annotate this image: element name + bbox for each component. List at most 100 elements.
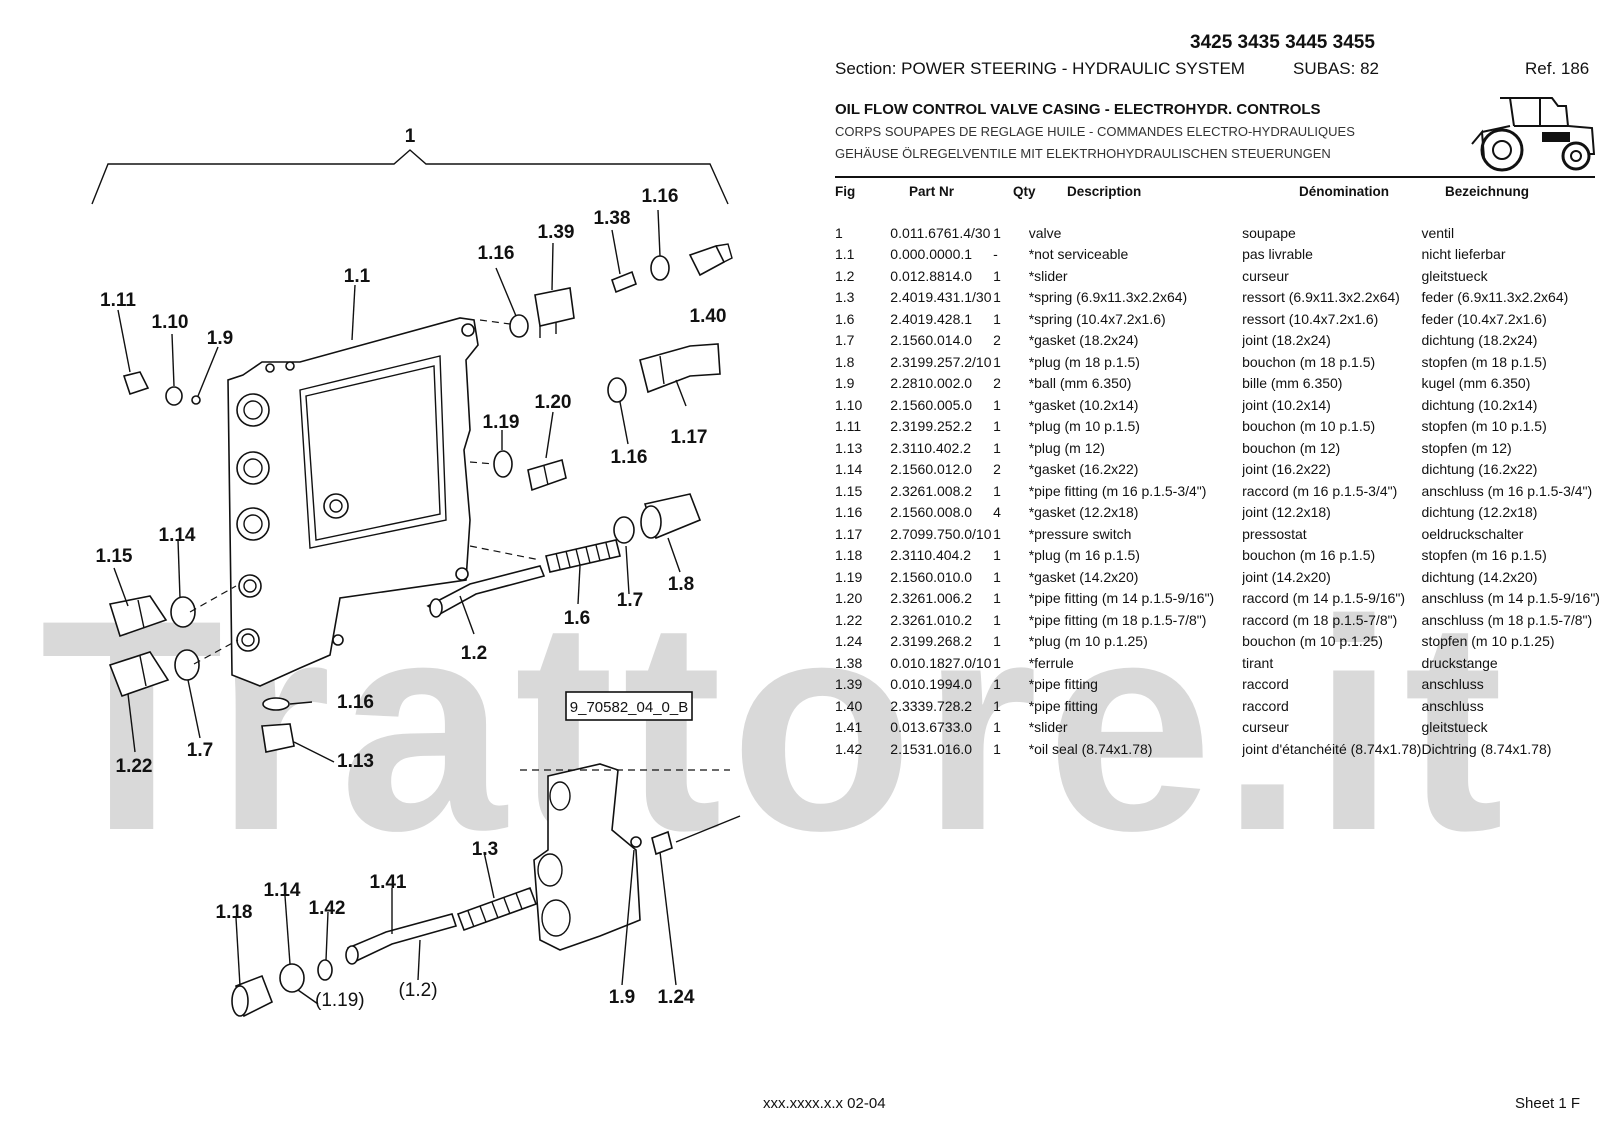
cell-description: *gasket (10.2x14) <box>1028 396 1139 413</box>
cell-fig: 1.19 <box>835 568 863 585</box>
cell-denomination: raccord (m 18 p.1.5-7/8") <box>1242 611 1398 628</box>
label-1-17: 1.17 <box>671 427 708 448</box>
exploded-parts-diagram: 9_70582_04_0_B <box>91 126 741 1018</box>
cell-part-nr: 0.010.1994.0 <box>890 676 973 693</box>
label-1-42: 1.42 <box>309 898 346 919</box>
pipe-line <box>675 815 741 843</box>
fitting-1-22 <box>108 651 170 698</box>
cell-description: *gasket (12.2x18) <box>1028 504 1139 521</box>
label-1-9a: 1.9 <box>207 328 233 349</box>
cell-description: *slider <box>1028 719 1068 736</box>
cell-qty: 2 <box>993 461 1001 478</box>
cell-denomination: bille (mm 6.350) <box>1242 375 1343 392</box>
cell-qty: 1 <box>993 740 1001 757</box>
cell-qty: 1 <box>993 267 1001 284</box>
label-1-22: 1.22 <box>116 756 153 777</box>
cell-description: *slider <box>1028 267 1068 284</box>
cell-fig: 1.24 <box>835 633 863 650</box>
label-1-9b: 1.9 <box>609 987 635 1008</box>
cell-part-nr: 2.3199.268.2 <box>890 633 973 650</box>
cell-bezeichnung: anschluss (m 18 p.1.5-7/8") <box>1421 611 1593 628</box>
valve-casing <box>227 317 479 687</box>
cell-part-nr: 2.1560.005.0 <box>890 396 973 413</box>
label-1-39: 1.39 <box>538 222 575 243</box>
cell-denomination: bouchon (m 12) <box>1242 439 1341 456</box>
col-header-fig: Fig <box>835 184 856 199</box>
label-1-1: 1.1 <box>344 266 371 287</box>
cell-denomination: joint d'étanchéité (8.74x1.78) <box>1242 740 1422 757</box>
dash-lead-4 <box>469 461 495 465</box>
cell-bezeichnung: oeldruckschalter <box>1421 525 1524 542</box>
cell-description: *gasket (18.2x24) <box>1028 332 1139 349</box>
cell-description: *pipe fitting <box>1028 697 1098 714</box>
header-divider <box>835 176 1595 178</box>
cell-qty: 1 <box>993 697 1001 714</box>
slider-1-41 <box>345 913 458 965</box>
cell-qty: 1 <box>993 590 1001 607</box>
cell-bezeichnung: kugel (mm 6.350) <box>1421 375 1531 392</box>
label-1-38: 1.38 <box>594 208 631 229</box>
cell-bezeichnung: stopfen (m 18 p.1.5) <box>1421 353 1547 370</box>
cell-description: *spring (6.9x11.3x2.2x64) <box>1028 289 1188 306</box>
cell-denomination: curseur <box>1242 719 1289 736</box>
cell-part-nr: 2.3110.402.2 <box>890 439 972 456</box>
plug-1-13 <box>261 723 295 753</box>
cell-qty: 1 <box>993 353 1001 370</box>
cell-qty: 1 <box>993 547 1001 564</box>
cell-bezeichnung: nicht lieferbar <box>1421 246 1506 263</box>
ball-1-9b <box>630 836 642 848</box>
cell-denomination: bouchon (m 10 p.1.5) <box>1242 418 1376 435</box>
label-1-18: 1.18 <box>216 902 253 923</box>
cell-bezeichnung: dichtung (10.2x14) <box>1421 396 1538 413</box>
cell-bezeichnung: stopfen (m 16 p.1.5) <box>1421 547 1547 564</box>
cell-denomination: soupape <box>1242 224 1296 241</box>
label-1-16b: 1.16 <box>642 186 679 207</box>
cell-description: *plug (m 16 p.1.5) <box>1028 547 1140 564</box>
cell-description: *spring (10.4x7.2x1.6) <box>1028 310 1166 327</box>
gasket-1-14b <box>279 963 305 993</box>
cell-bezeichnung: ventil <box>1421 224 1455 241</box>
cell-part-nr: 2.1560.008.0 <box>890 504 973 521</box>
cell-qty: 2 <box>993 332 1001 349</box>
label-1-10: 1.10 <box>152 312 189 333</box>
cell-qty: 1 <box>993 719 1001 736</box>
cell-bezeichnung: stopfen (m 10 p.1.25) <box>1421 633 1555 650</box>
cell-part-nr: 2.1560.012.0 <box>890 461 973 478</box>
cell-part-nr: 2.1560.010.0 <box>890 568 973 585</box>
cell-part-nr: 0.000.0000.1 <box>890 246 973 263</box>
page-title-fr: CORPS SOUPAPES DE REGLAGE HUILE - COMMAN… <box>835 124 1355 139</box>
cell-part-nr: 2.1560.014.0 <box>890 332 973 349</box>
cell-denomination: pressostat <box>1242 525 1307 542</box>
cell-bezeichnung: anschluss <box>1421 697 1484 714</box>
cell-fig: 1.13 <box>835 439 863 456</box>
cell-fig: 1.20 <box>835 590 863 607</box>
cell-denomination: joint (16.2x22) <box>1242 461 1331 478</box>
label-1-16d: 1.16 <box>337 692 374 713</box>
pressure-switch-1-17 <box>639 343 721 394</box>
cell-qty: 1 <box>993 418 1001 435</box>
gasket-1-16a <box>509 314 529 338</box>
cell-qty: 1 <box>993 654 1001 671</box>
plug-1-11 <box>122 371 150 396</box>
label-1: 1 <box>405 126 416 147</box>
cell-denomination: bouchon (m 18 p.1.5) <box>1242 353 1376 370</box>
cell-bezeichnung: anschluss <box>1421 676 1484 693</box>
cell-description: *pipe fitting (m 16 p.1.5-3/4") <box>1028 482 1207 499</box>
dash-lead-5 <box>469 545 541 561</box>
page-title-de: GEHÄUSE ÖLREGELVENTILE MIT ELEKTRHOHYDRA… <box>835 146 1331 161</box>
gasket-1-16b <box>650 255 670 281</box>
col-header-bezeichnung: Bezeichnung <box>1445 184 1530 199</box>
footer-sheet: Sheet 1 F <box>1515 1095 1581 1112</box>
